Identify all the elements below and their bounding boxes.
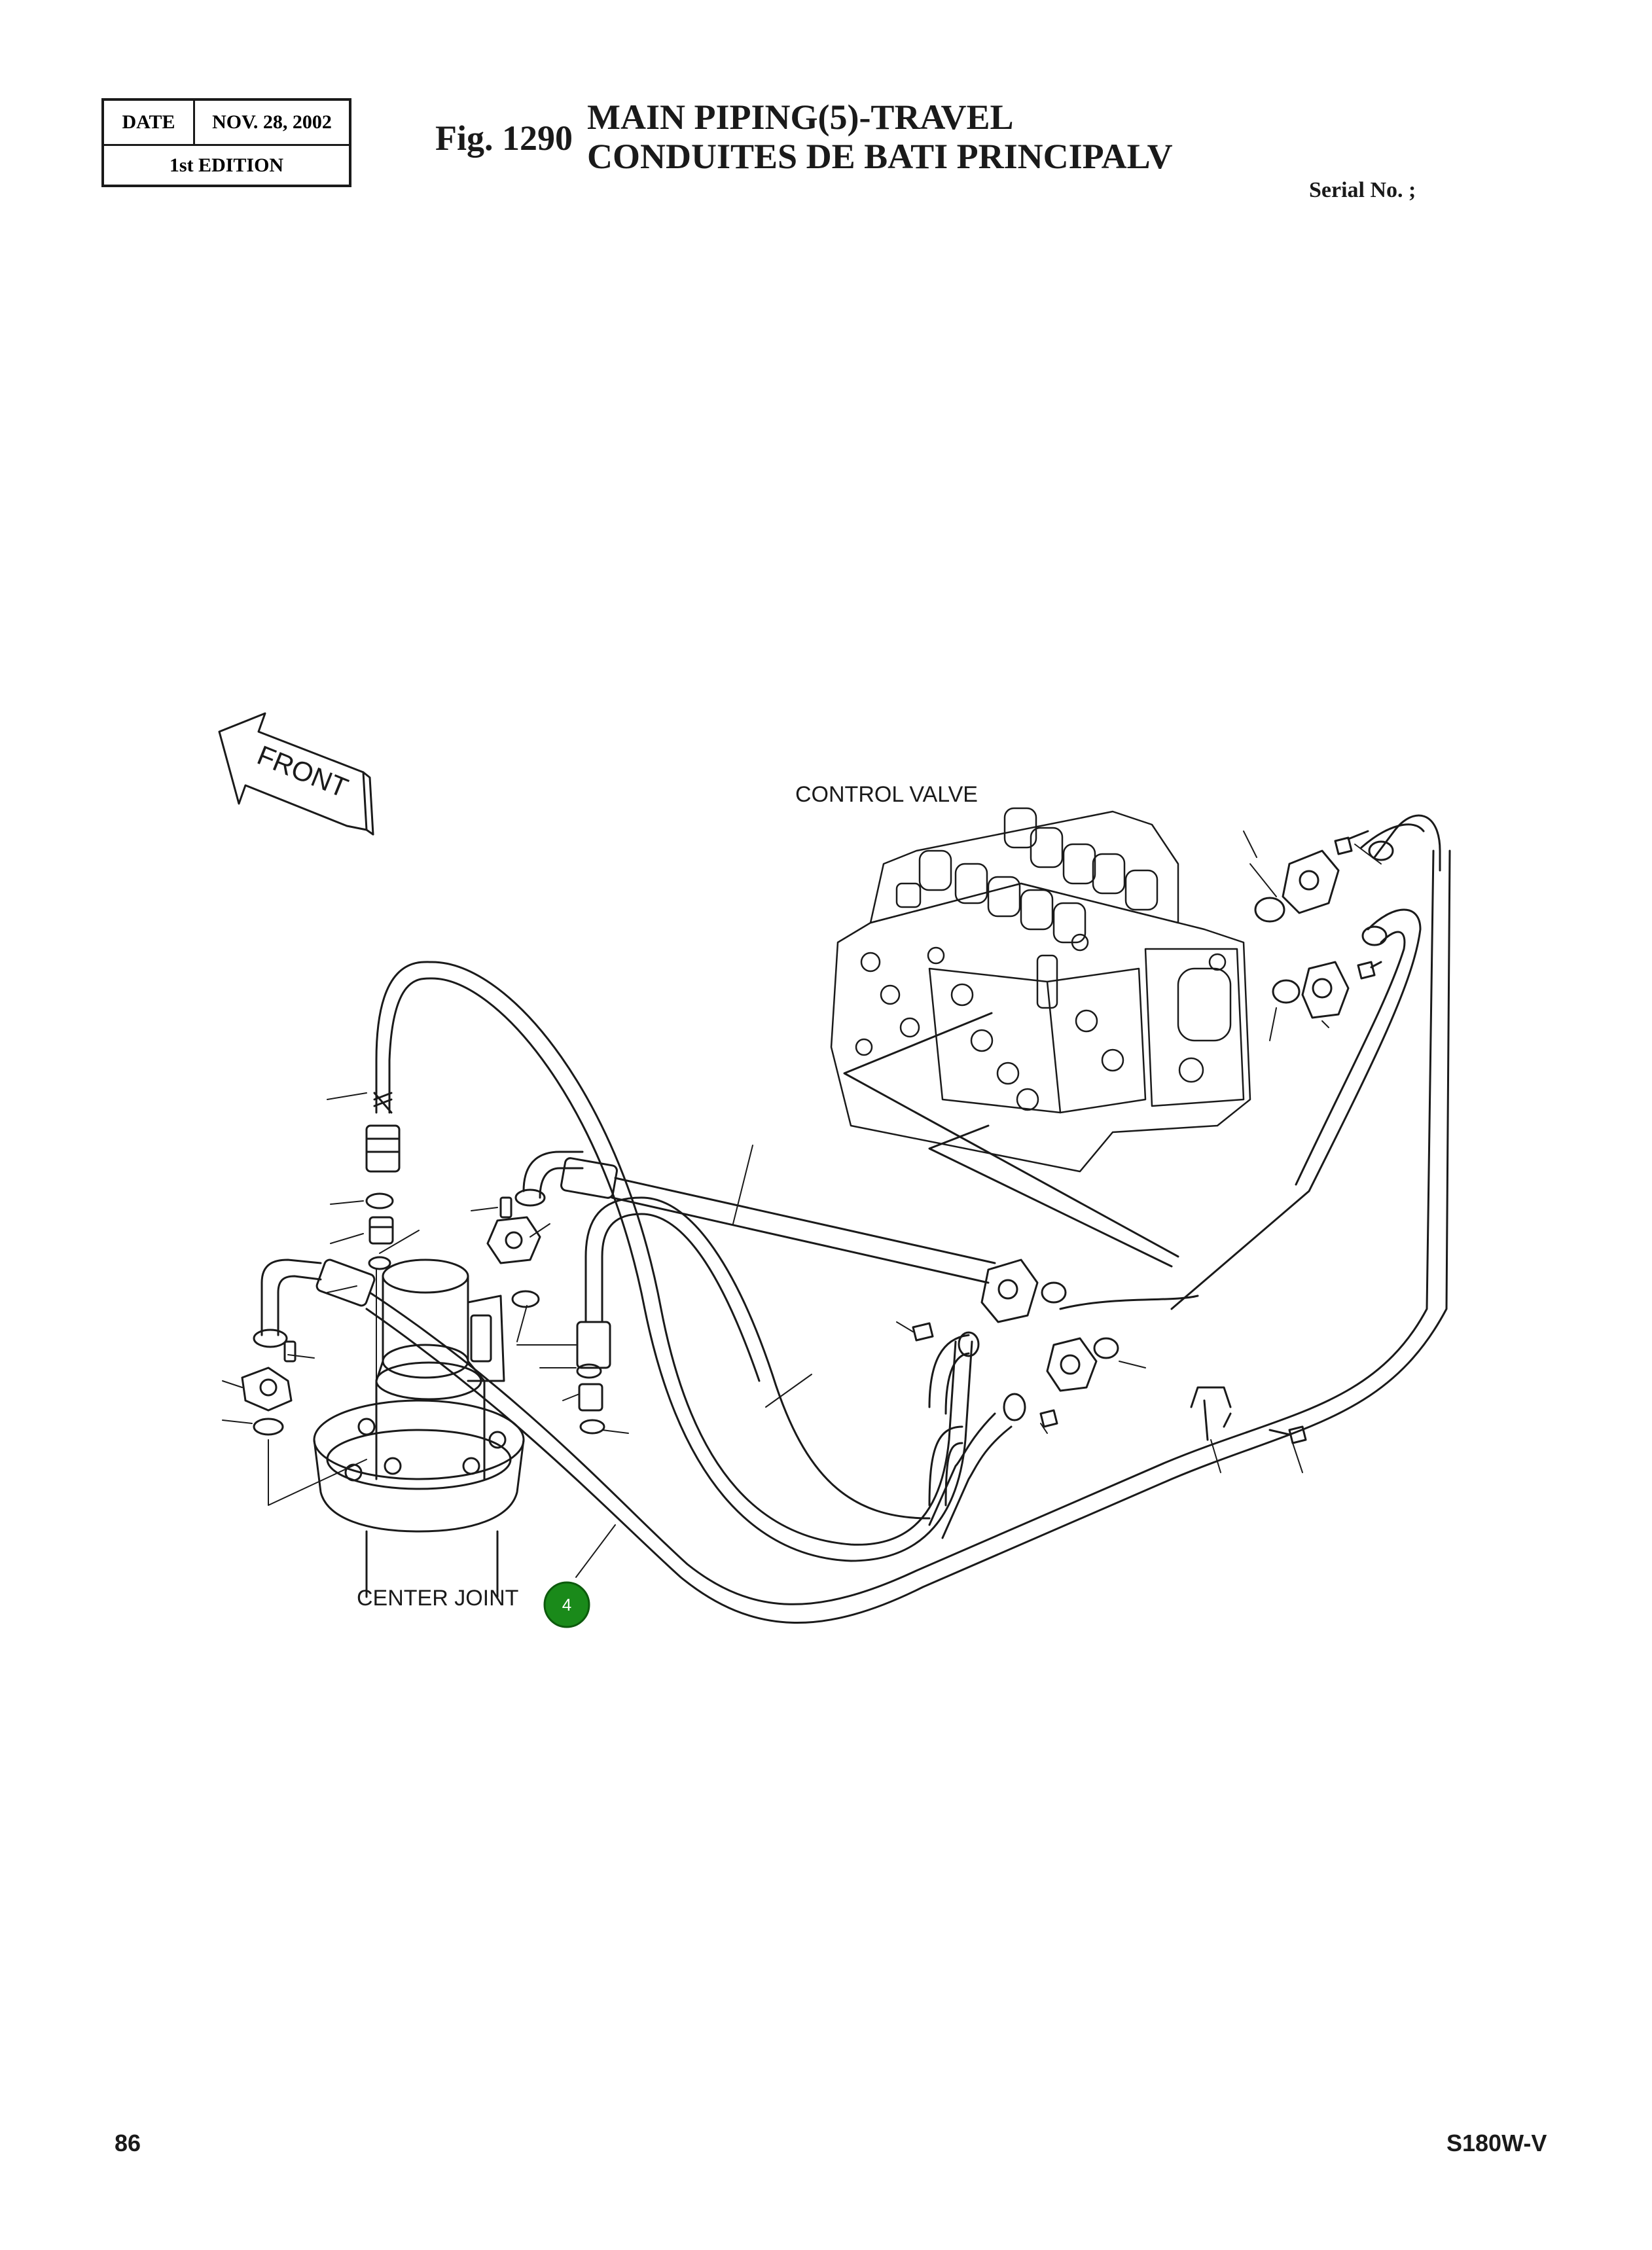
serial-number-label: Serial No. ; [1309,178,1416,202]
steel-pipe-lower [253,849,1451,1624]
flange-upper-right [1254,830,1382,1019]
leader-lines [222,830,1382,1578]
front-arrow-icon [218,712,374,836]
figure-number: Fig. 1290 [435,118,573,158]
hose-loop-upper [365,961,973,1562]
callout-4[interactable]: 4 [543,1581,590,1628]
fittings-left [241,1192,605,1436]
model-label: S180W-V [1446,2130,1547,2156]
center-joint-label: CENTER JOINT [357,1586,518,1611]
edition-label: 1st EDITION [169,154,284,176]
title-french: CONDUITES DE BATI PRINCIPALV [587,137,1173,176]
control-valve [830,807,1251,1173]
hose-loop-middle [576,1196,931,1520]
flange-lower-right [912,1259,1119,1428]
page-number: 86 [115,2130,141,2156]
clamp-bolt [1268,1425,1307,1444]
date-value: NOV. 28, 2002 [212,111,332,133]
title-english: MAIN PIPING(5)-TRAVEL [587,98,1014,137]
callout-circle [543,1581,590,1628]
date-edition-box: DATE NOV. 28, 2002 1st EDITION [101,98,351,187]
center-joint [313,1259,525,1598]
control-valve-label: CONTROL VALVE [795,782,978,807]
callout-number: 4 [562,1595,571,1615]
steel-pipe-upper [514,1151,996,1284]
steel-pipe-right [928,1331,1232,1539]
date-row: DATE NOV. 28, 2002 [104,101,349,146]
date-label: DATE [104,101,195,144]
pipes-right-upper [1059,814,1441,1310]
